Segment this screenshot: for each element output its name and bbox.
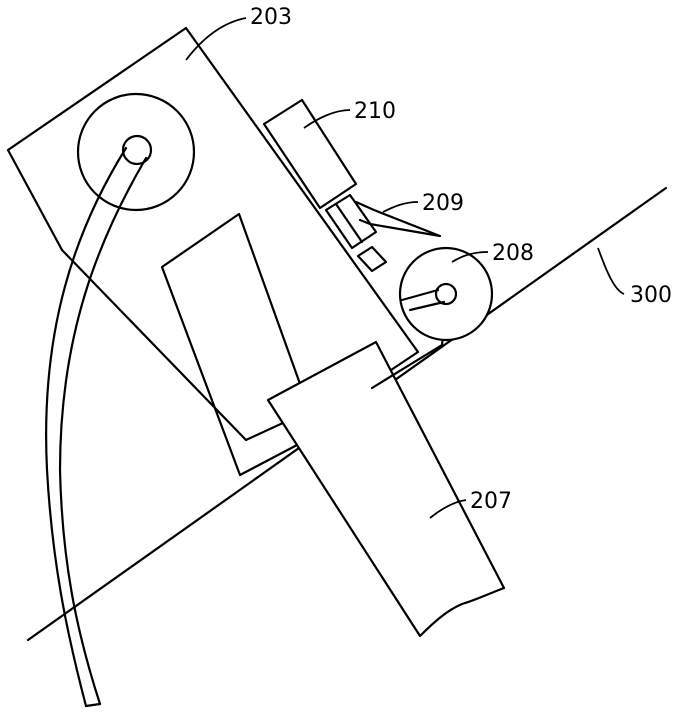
leader-207 [429,499,467,519]
pulley-hub [121,134,153,166]
pulley-outer-circle [76,92,196,212]
latch-tab [356,245,388,273]
label-208: 208 [492,241,534,266]
cable-outer [45,146,128,708]
latch-jaw [354,200,442,238]
label-207: 207 [470,489,512,514]
leader-209 [382,201,419,213]
label-203: 203 [250,5,292,30]
roller-axle [434,282,458,306]
leader-300 [597,247,625,295]
roller-bracket-a [400,288,440,302]
leader-210 [303,109,351,129]
arm-207 [266,340,506,638]
label-300: 300 [630,283,672,308]
roller-bracket-b [408,300,446,312]
leader-203 [185,17,247,61]
cable-inner [58,156,148,706]
cable-end [84,702,102,708]
motor-box [262,98,358,210]
leader-208 [451,251,489,263]
latch-detail-a [334,202,364,244]
label-209: 209 [422,191,464,216]
label-210: 210 [354,99,396,124]
